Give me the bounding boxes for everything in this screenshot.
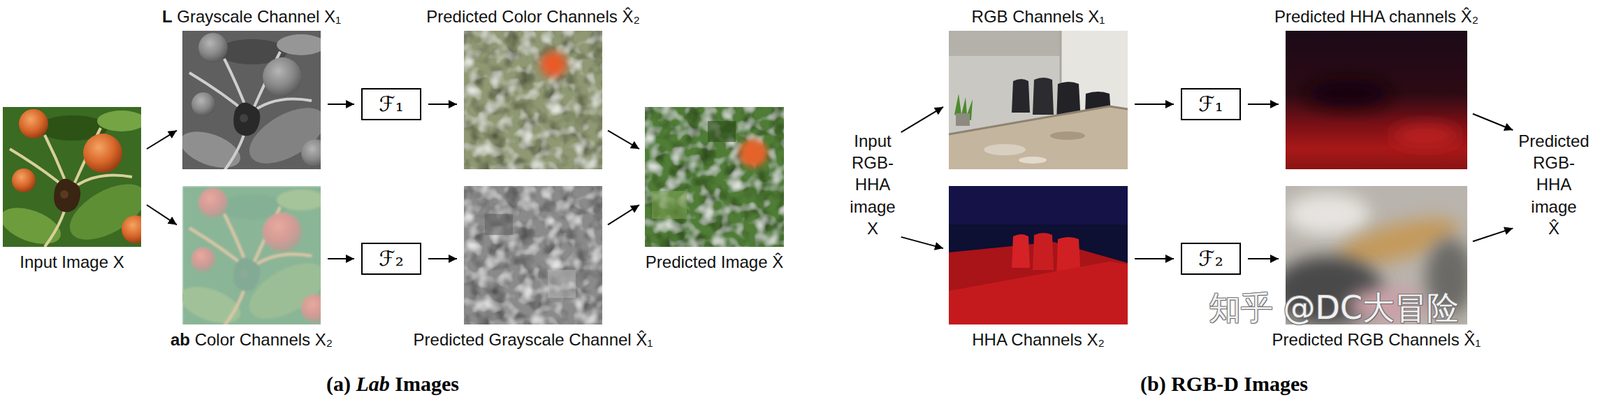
- function-symbol: ℱ₁: [378, 91, 404, 117]
- arrow: [1134, 257, 1174, 260]
- predicted-color-image: [463, 30, 603, 170]
- panel-label: Predicted RGB Channels X̂₁: [1272, 329, 1482, 351]
- illustration-part: [1011, 234, 1030, 268]
- illustration-part: [1390, 125, 1461, 147]
- function-symbol: ℱ₂: [378, 245, 404, 272]
- arrow: [1472, 227, 1513, 242]
- predicted-color-photo: [644, 106, 784, 247]
- illustration-part: [948, 106, 1128, 135]
- function-box: ℱ₂: [1180, 242, 1241, 275]
- image-panel: L Grayscale Channel X₁: [182, 30, 321, 170]
- image-panel: Input Image X: [2, 106, 142, 247]
- illustration-part: [1032, 77, 1054, 115]
- image-panel: RGB Channels X₁: [948, 30, 1128, 170]
- rgb-photo: [948, 30, 1128, 170]
- text-node: Predicted RGB-HHA image X̂: [1518, 129, 1589, 239]
- illustration-part: [484, 213, 513, 235]
- arrow: [327, 257, 355, 260]
- arrow: [428, 257, 457, 260]
- illustration-part: [1306, 79, 1391, 108]
- panel-label: L Grayscale Channel X₁: [162, 6, 341, 28]
- image-panel: Predicted HHA channels X̂₂: [1285, 30, 1468, 170]
- function-box: ℱ₁: [1180, 88, 1241, 121]
- illustration-part: [175, 185, 334, 330]
- grayscale-photo: [175, 30, 334, 175]
- illustration-part: [948, 185, 1128, 225]
- predicted-hha-image: [1285, 30, 1468, 170]
- arrow: [901, 236, 944, 249]
- panel-label: Predicted Color Channels X̂₂: [426, 6, 640, 28]
- node-text: Predicted RGB-HHA image X̂: [1518, 129, 1589, 239]
- illustration-part: [463, 185, 603, 325]
- arrow: [1247, 103, 1279, 105]
- hha-image: [948, 185, 1128, 325]
- text-node: Input RGB-HHA image X: [849, 129, 896, 239]
- arrow: [146, 130, 177, 149]
- arrow: [428, 103, 457, 105]
- illustration-part: [651, 190, 687, 219]
- function-box: ℱ₁: [361, 88, 422, 121]
- arrow: [1472, 113, 1513, 130]
- arrow: [146, 204, 177, 225]
- illustration-part: [1050, 131, 1086, 140]
- illustration-part: [948, 30, 1128, 170]
- arrow: [607, 130, 640, 149]
- illustration-part: [1285, 192, 1370, 235]
- arrow: [901, 106, 944, 133]
- image-panel: Predicted Grayscale Channel X̂₁: [463, 185, 603, 325]
- panel-label: Predicted Grayscale Channel X̂₁: [413, 329, 654, 351]
- illustration-part: [955, 113, 970, 126]
- illustration-part: [1032, 232, 1054, 270]
- watermark: 知乎 @DC大冒险: [1208, 286, 1459, 330]
- input-photo: [0, 106, 155, 251]
- illustration-part: [1018, 156, 1047, 164]
- illustration-part: [0, 106, 155, 251]
- illustration-part: [948, 261, 1128, 325]
- arrow: [327, 103, 355, 105]
- arrow: [1247, 257, 1279, 260]
- illustration-part: [542, 53, 564, 75]
- illustration-part: [537, 48, 569, 80]
- subfigure-caption: (a) Lab Images: [326, 371, 460, 396]
- arrow: [607, 204, 640, 225]
- illustration-part: [948, 185, 1128, 325]
- node-text: Input RGB-HHA image X: [849, 129, 896, 239]
- panel-label: Input Image X: [19, 251, 124, 273]
- predicted-grayscale-image: [463, 185, 603, 325]
- illustration-part: [1285, 30, 1468, 170]
- illustration-part: [175, 30, 334, 175]
- illustration-part: [463, 30, 603, 170]
- image-panel: Predicted Image X̂: [644, 106, 784, 247]
- illustration-part: [739, 139, 768, 167]
- illustration-part: [547, 269, 576, 298]
- image-panel: ab Color Channels X₂: [182, 185, 321, 325]
- subfigure-caption: (b) RGB-D Images: [1140, 371, 1308, 396]
- panel-label: HHA Channels X₂: [971, 329, 1104, 351]
- illustration-part: [983, 143, 1026, 156]
- panel-label: Predicted HHA channels X̂₂: [1274, 6, 1479, 28]
- illustration-part: [1011, 78, 1030, 113]
- panel-label: RGB Channels X₁: [971, 6, 1106, 28]
- function-symbol: ℱ₁: [1198, 91, 1224, 117]
- image-panel: Predicted Color Channels X̂₂: [463, 30, 603, 170]
- function-box: ℱ₂: [361, 242, 422, 275]
- panel-label: Predicted Image X̂: [645, 251, 784, 273]
- ab-channels-photo: [175, 185, 334, 330]
- illustration-part: [948, 106, 1128, 170]
- function-symbol: ℱ₂: [1198, 245, 1224, 272]
- arrow: [1134, 103, 1174, 105]
- illustration-part: [707, 120, 736, 142]
- image-panel: HHA Channels X₂: [948, 185, 1128, 325]
- illustration-part: [644, 106, 784, 247]
- panel-label: ab Color Channels X₂: [170, 329, 333, 351]
